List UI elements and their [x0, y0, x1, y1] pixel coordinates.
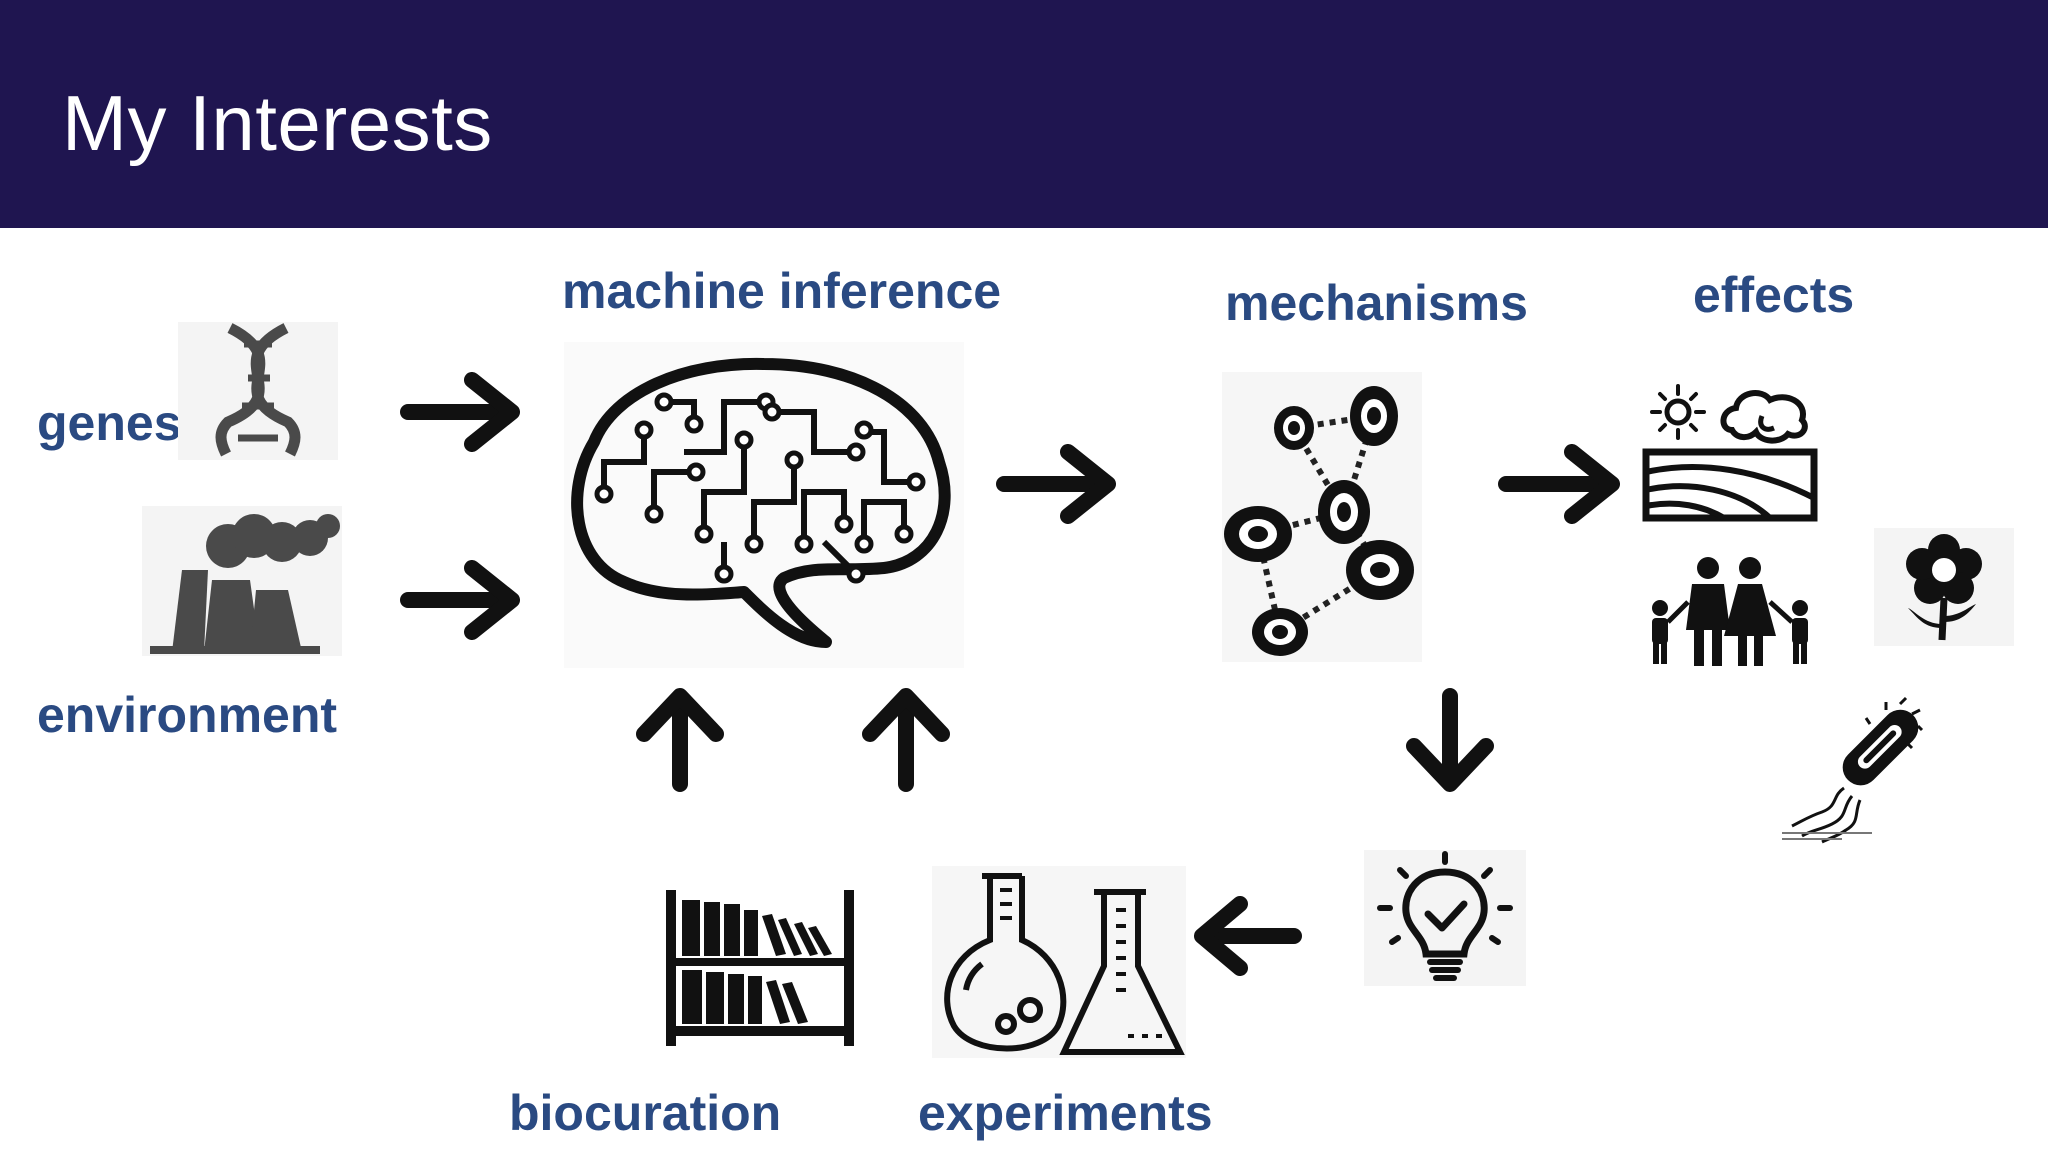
flower-icon: [1874, 528, 2014, 646]
label-genes: genes: [37, 395, 182, 451]
slide-header: My Interests: [0, 0, 2048, 228]
arrow-down-icon: [1400, 688, 1500, 794]
label-machine-inference: machine inference: [562, 263, 1002, 319]
label-effects: effects: [1693, 267, 1855, 323]
lightbulb-check-icon: [1364, 850, 1526, 986]
arrow-right-icon: [996, 444, 1122, 524]
arrow-right-icon: [400, 560, 526, 640]
arrow-right-icon: [1496, 444, 1626, 524]
arrow-left-icon: [1190, 896, 1302, 976]
label-mechanisms: mechanisms: [1225, 275, 1528, 331]
factory-icon: [142, 506, 342, 656]
bookshelf-icon: [662, 886, 858, 1050]
arrow-right-icon: [400, 372, 526, 452]
label-biocuration: biocuration: [509, 1085, 782, 1141]
dna-icon: [178, 322, 338, 460]
bacterium-icon: [1782, 696, 1924, 850]
family-icon: [1642, 556, 1820, 668]
brain-circuit-icon: [564, 342, 964, 668]
network-icon: [1222, 372, 1422, 662]
label-experiments: experiments: [918, 1085, 1213, 1141]
lab-flasks-icon: [932, 866, 1186, 1058]
slide-title: My Interests: [62, 79, 493, 167]
landscape-icon: [1640, 380, 1822, 526]
arrow-up-icon: [630, 686, 730, 792]
label-environment: environment: [37, 687, 338, 743]
arrow-up-icon: [856, 686, 956, 792]
